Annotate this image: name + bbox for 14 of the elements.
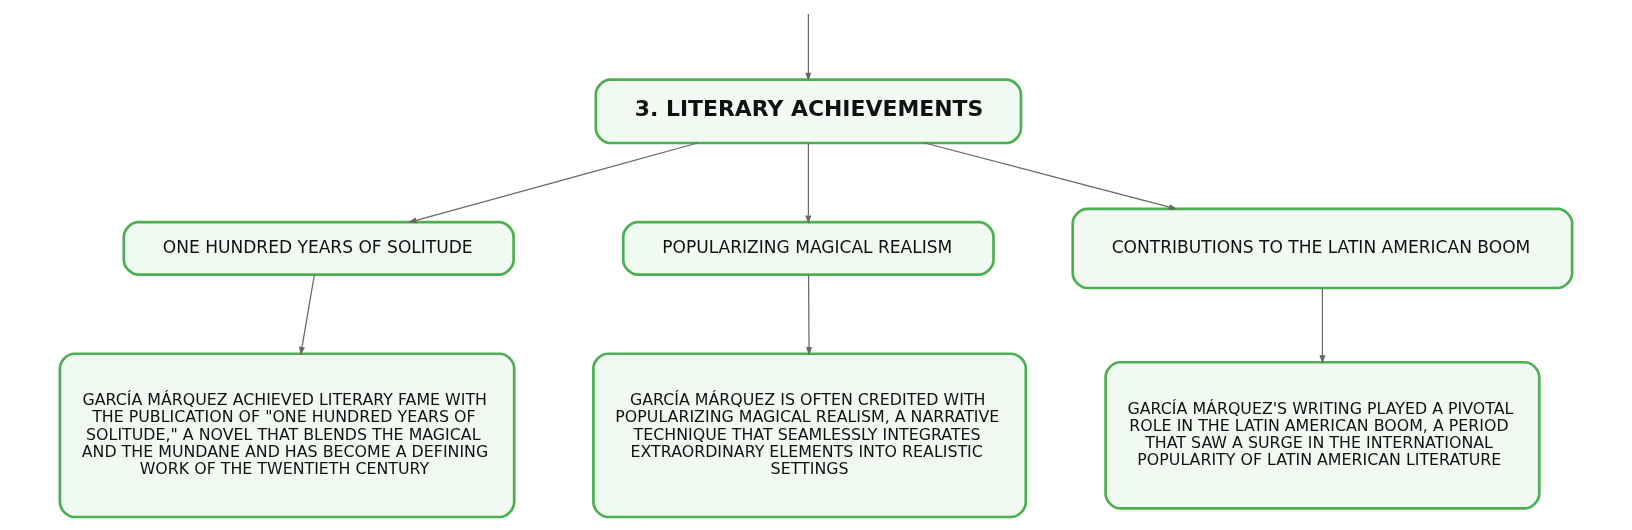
node-box: 3. LITERARY ACHIEVEMENTS <box>594 78 1023 145</box>
arrow <box>408 142 699 224</box>
node-box: CONTRIBUTIONS TO THE LATIN AMERICAN BOOM <box>1071 207 1574 290</box>
node-box: GARCÍA MÁRQUEZ IS OFTEN CREDITED WITH POPULARIZING MAGICAL REALISM, A NARRATIVE TECHNIQUE THAT SEAMLESSLY INTEGRATES EXTRAORDINARY ELEMENTS INTO REALISTIC SETTINGS <box>592 352 1028 519</box>
node-box: GARCÍA MÁRQUEZ ACHIEVED LITERARY FAME WITH THE PUBLICATION OF "ONE HUNDRED YEARS OF SOLITUDE," A NOVEL THAT BLENDS THE MAGICAL AND THE MUNDANE AND HAS BECOME A DEFINING WORK OF THE TWENTIETH CENTURY <box>58 352 516 519</box>
arrow <box>1319 287 1326 364</box>
arrow <box>924 142 1178 210</box>
node-box: GARCÍA MÁRQUEZ'S WRITING PLAYED A PIVOTAL ROLE IN THE LATIN AMERICAN BOOM, A PERIOD THAT SAW A SURGE IN THE INTERNATIONAL POPULARITY OF LATIN AMERICAN LITERATURE <box>1104 360 1541 510</box>
arrow <box>299 274 315 356</box>
arrow <box>806 274 812 356</box>
node-box: ONE HUNDRED YEARS OF SOLITUDE <box>122 220 515 276</box>
arrow <box>805 142 812 224</box>
arrow <box>805 13 812 82</box>
node-box: POPULARIZING MAGICAL REALISM <box>621 220 995 276</box>
